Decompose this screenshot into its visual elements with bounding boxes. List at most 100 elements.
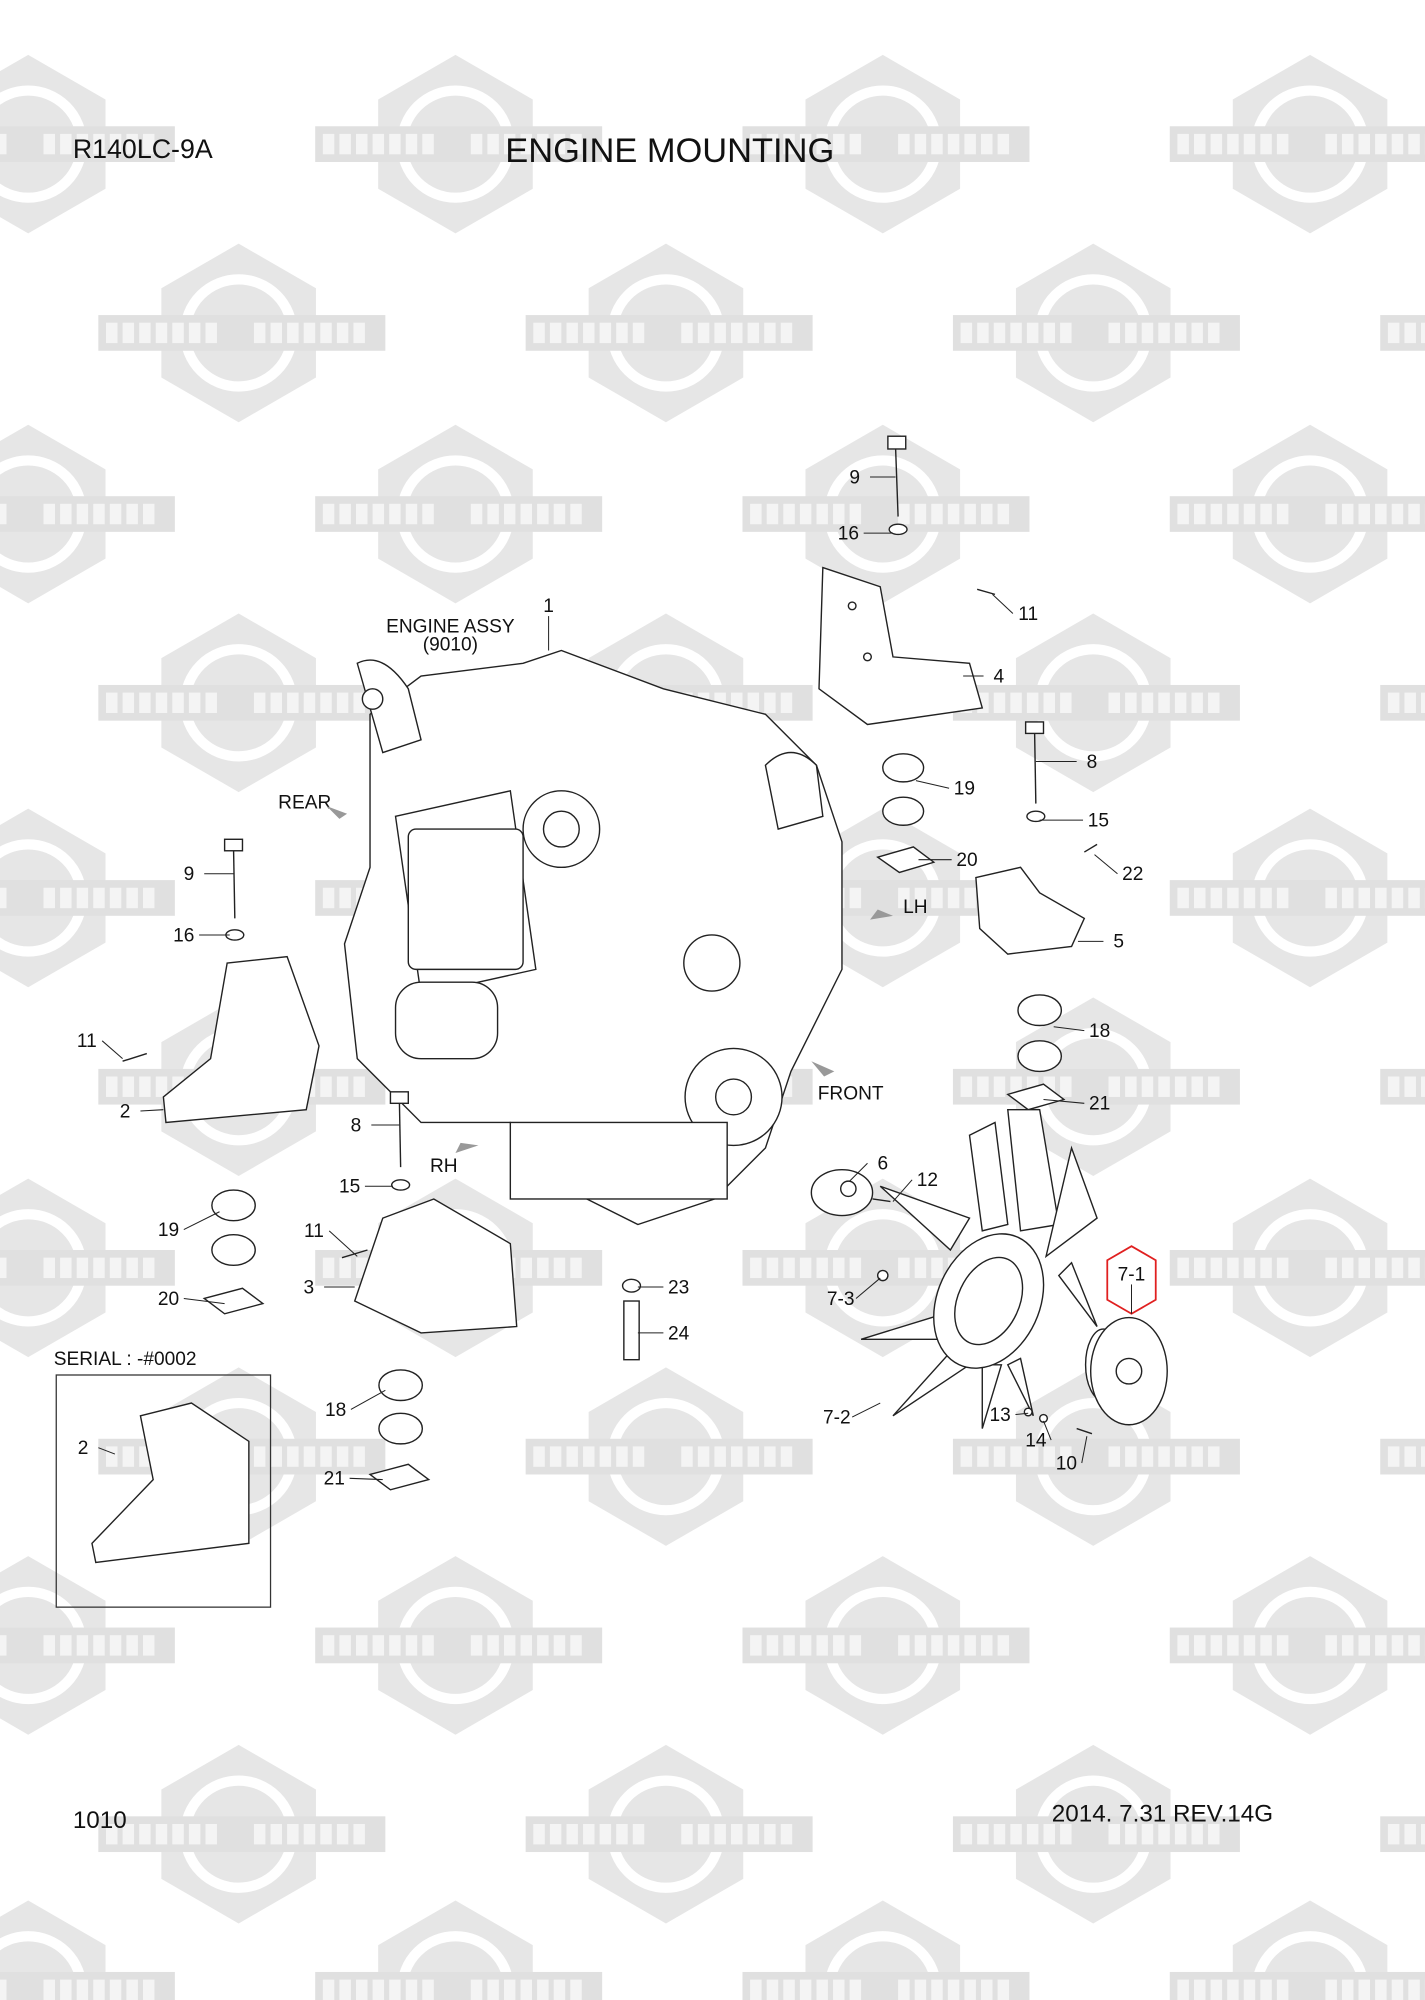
watermark-lettering <box>960 692 1220 714</box>
bracket-5[interactable] <box>975 866 1086 955</box>
watermark-band <box>1380 315 1425 351</box>
callout-2[interactable]: 2 <box>78 1438 89 1459</box>
direction-front: FRONT <box>818 1083 884 1104</box>
mount-hardware-2[interactable] <box>122 838 265 1315</box>
leader-line <box>851 1402 881 1418</box>
direction-lh: LH <box>903 897 927 918</box>
callout-15[interactable]: 15 <box>1088 811 1109 832</box>
callout-6[interactable]: 6 <box>877 1154 888 1175</box>
watermark-band <box>1169 496 1425 532</box>
mount-hardware-4[interactable] <box>876 435 996 874</box>
watermark-lettering <box>960 1823 1220 1845</box>
callout-21[interactable]: 21 <box>1089 1094 1110 1115</box>
serial-inset <box>55 1374 272 1608</box>
callout-8[interactable]: 8 <box>351 1115 362 1136</box>
callout-10[interactable]: 10 <box>1056 1453 1077 1474</box>
engine-assembly[interactable] <box>343 649 843 1226</box>
leader-line <box>855 1277 881 1299</box>
watermark-lettering <box>105 322 365 344</box>
leader-lines <box>98 476 1133 1481</box>
watermark-lettering <box>1387 322 1425 344</box>
callout-2[interactable]: 2 <box>120 1101 131 1122</box>
callout-14[interactable]: 14 <box>1025 1430 1047 1451</box>
callout-9[interactable]: 9 <box>184 864 195 885</box>
watermark-lettering <box>533 1446 793 1467</box>
watermark-lettering <box>750 503 1010 525</box>
arrow-lh-icon <box>870 909 893 920</box>
callout-11[interactable]: 11 <box>304 1221 324 1242</box>
direction-rear: REAR <box>278 793 331 814</box>
callout-7-3[interactable]: 7-3 <box>827 1289 855 1310</box>
watermark-lettering <box>750 1979 1010 2000</box>
leader-line <box>915 780 950 789</box>
callout-1[interactable]: 1 <box>543 596 554 617</box>
callout-11[interactable]: 11 <box>77 1031 97 1052</box>
leader-line <box>98 1447 116 1455</box>
watermark-lettering <box>105 1823 365 1845</box>
watermark-lettering <box>1177 1635 1425 1656</box>
watermark-band <box>1169 126 1425 162</box>
bracket-4[interactable] <box>818 566 984 726</box>
mount-hardware-3[interactable] <box>341 1091 431 1491</box>
callout-19[interactable]: 19 <box>954 779 975 800</box>
leader-line <box>892 1179 913 1202</box>
watermark-lettering <box>322 133 582 155</box>
serial-bracket-2[interactable] <box>91 1402 250 1564</box>
callout-16[interactable]: 16 <box>838 524 859 545</box>
callout-22[interactable]: 22 <box>1122 864 1143 885</box>
watermark-band <box>1380 1816 1425 1853</box>
callout-20[interactable]: 20 <box>158 1289 179 1310</box>
watermark-lettering <box>1177 133 1425 155</box>
watermark-lettering <box>1387 1076 1425 1097</box>
watermark-lettering <box>0 1257 155 1279</box>
callout-21[interactable]: 21 <box>324 1469 345 1490</box>
leader-line <box>1053 1026 1085 1032</box>
callout-11[interactable]: 11 <box>1018 604 1038 625</box>
callout-3[interactable]: 3 <box>303 1277 314 1298</box>
callout-8[interactable]: 8 <box>1087 752 1098 773</box>
callout-18[interactable]: 18 <box>1089 1021 1110 1042</box>
fan-assembly[interactable] <box>810 1108 1168 1429</box>
watermark-lettering <box>1387 1823 1425 1845</box>
leader-line <box>1015 1412 1029 1416</box>
serial-note: SERIAL : -#0002 <box>54 1349 197 1370</box>
bracket-3[interactable] <box>353 1198 518 1334</box>
model-label: R140LC-9A <box>73 134 213 164</box>
arrow-front-icon <box>811 1061 835 1077</box>
leader-line <box>1094 854 1118 875</box>
callout-23[interactable]: 23 <box>668 1277 689 1298</box>
arrow-rear-icon <box>326 806 348 819</box>
callout-15[interactable]: 15 <box>339 1177 360 1198</box>
leader-line <box>183 1297 225 1305</box>
callout-5[interactable]: 5 <box>1113 932 1124 953</box>
callout-24[interactable]: 24 <box>668 1323 690 1344</box>
leader-line <box>1043 1098 1085 1104</box>
page-number: 1010 <box>73 1807 127 1834</box>
callout-16[interactable]: 16 <box>173 925 194 946</box>
watermark-lettering <box>1387 1446 1425 1467</box>
watermark-lettering <box>960 1446 1220 1467</box>
leader-line <box>1043 1420 1052 1441</box>
leader-line <box>992 594 1014 614</box>
bracket-2[interactable] <box>162 955 320 1124</box>
watermark-band <box>1169 1627 1425 1664</box>
leader-line <box>1081 1436 1088 1464</box>
callout-9[interactable]: 9 <box>849 467 860 488</box>
drain-parts-23-24[interactable] <box>621 1278 642 1361</box>
leader-line <box>140 1109 164 1112</box>
arrow-rh-icon <box>455 1142 479 1154</box>
callout-7-2[interactable]: 7-2 <box>823 1407 851 1428</box>
callout-12[interactable]: 12 <box>917 1170 938 1191</box>
callout-13[interactable]: 13 <box>989 1405 1010 1426</box>
callout-4[interactable]: 4 <box>994 666 1005 687</box>
watermark-lettering <box>1177 887 1425 909</box>
callout-19[interactable]: 19 <box>158 1220 179 1241</box>
callout-20[interactable]: 20 <box>956 850 977 871</box>
watermark-lettering <box>0 1979 155 2000</box>
mount-hardware-5[interactable] <box>1006 721 1098 1111</box>
callout-7-1[interactable]: 7-1 <box>1118 1265 1146 1286</box>
callout-18[interactable]: 18 <box>325 1400 346 1421</box>
revision-date: 2014. 7.31 REV.14G <box>1052 1800 1273 1827</box>
watermark-band <box>1380 684 1425 721</box>
